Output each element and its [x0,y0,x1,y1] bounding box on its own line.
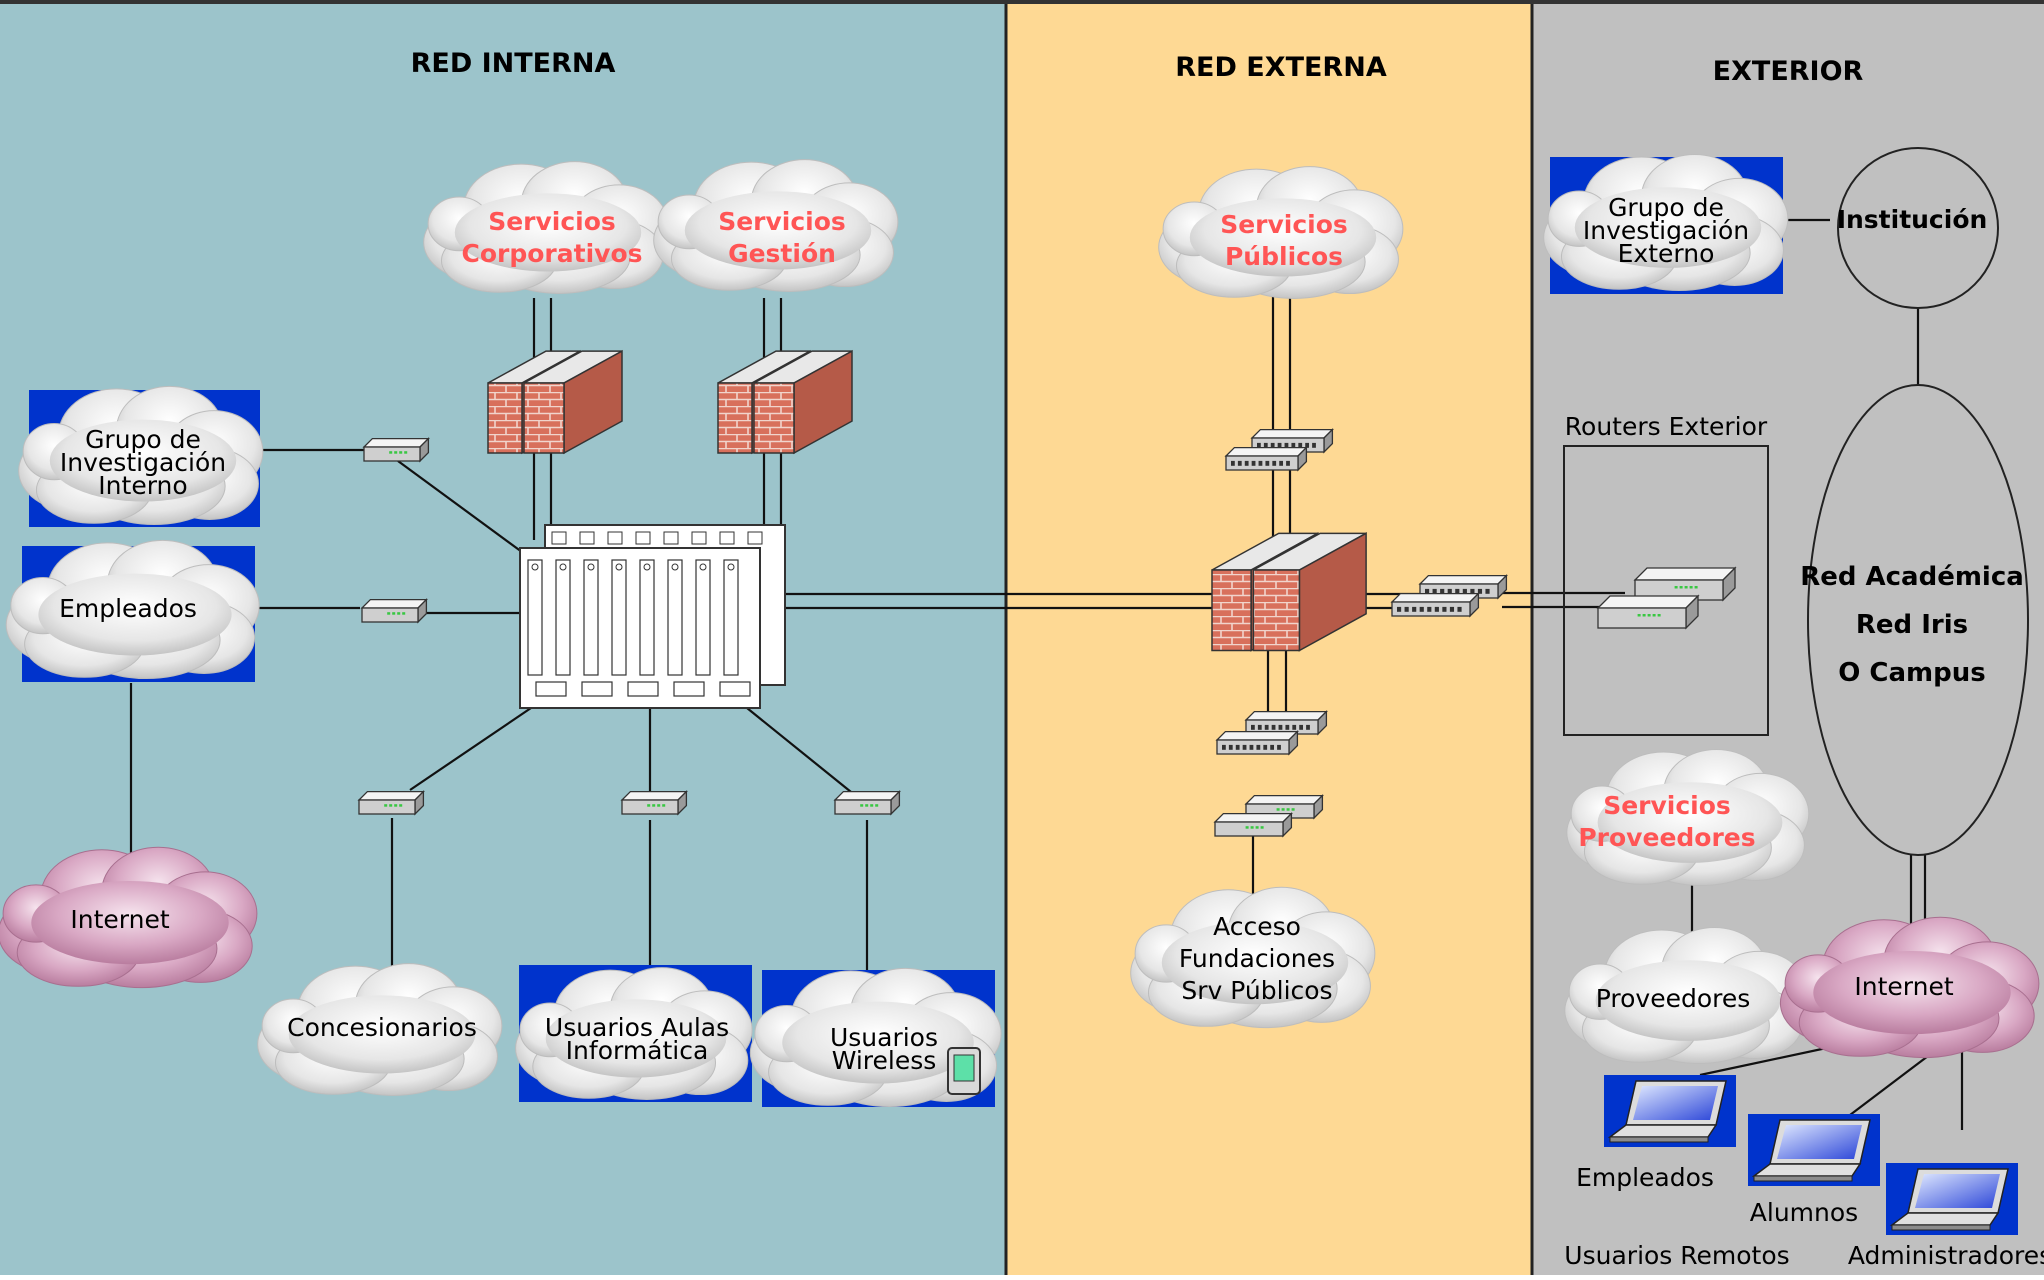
label-students-remote: Alumnos [1750,1198,1858,1227]
switch-external-edge-2 [1390,592,1480,618]
routers-exterior-box [1563,445,1769,736]
switch-public-2 [1224,446,1308,472]
cloud-research-external [1543,153,1789,292]
switch-access-1 [1244,710,1328,736]
firewall-gestion [717,349,853,455]
cloud-servicios-publicos [1158,166,1404,299]
switch-access-2 [1215,730,1299,756]
label-internet-internal: Internet [70,905,169,934]
laptop-students [1748,1114,1880,1186]
academic-network-label: Red Académica [1800,562,2024,592]
academic-network-label: Red Iris [1856,610,1968,640]
router-exterior-1 [1633,566,1737,602]
label-concesionarios: Concesionarios [287,1013,477,1042]
label-employees-internal: Empleados [59,594,197,623]
institution-label: Institución [1837,205,1988,234]
zone-title-exterior: EXTERIOR [1713,56,1864,87]
router-research-internal [362,437,430,463]
cloud-servicios-proveedores [1566,748,1810,887]
laptop-employees [1604,1075,1736,1147]
core-switch [519,524,786,709]
cloud-servicios-gestion [653,159,899,292]
cloud-internet-internal [0,846,258,989]
pda-icon [947,1047,981,1095]
cloud-internet-exterior [1779,916,2040,1059]
router-employees-internal [360,598,428,624]
cloud-servicios-corporativos [423,161,669,294]
cloud-acceso-fundaciones [1130,886,1376,1029]
zone-title-external: RED EXTERNA [1175,52,1387,83]
cloud-employees-internal [5,539,260,680]
router-concesionarios [357,790,425,816]
firewall-external [1211,532,1367,652]
router-exterior-2 [1596,594,1700,630]
router-labs [620,790,688,816]
institution-node [1837,147,1999,309]
cloud-concesionarios [257,963,503,1096]
cloud-research-internal [18,385,264,526]
cloud-labs [515,967,753,1100]
router-wireless [833,790,901,816]
academic-network-node [1807,384,2029,856]
firewall-corporativos [487,349,623,455]
laptop-admins [1886,1163,2018,1235]
label-employees-remote: Empleados [1576,1163,1714,1192]
academic-network-label: O Campus [1838,658,1985,688]
label-internet-exterior: Internet [1854,972,1953,1001]
zone-title-internal: RED INTERNA [411,48,616,79]
router-access-2 [1213,812,1293,838]
cloud-proveedores [1564,926,1808,1065]
label-proveedores: Proveedores [1596,984,1751,1013]
label-admins-remote: Administradores [1848,1241,2044,1270]
routers-exterior-label: Routers Exterior [1565,412,1768,441]
label-remote-users: Usuarios Remotos [1564,1241,1789,1270]
